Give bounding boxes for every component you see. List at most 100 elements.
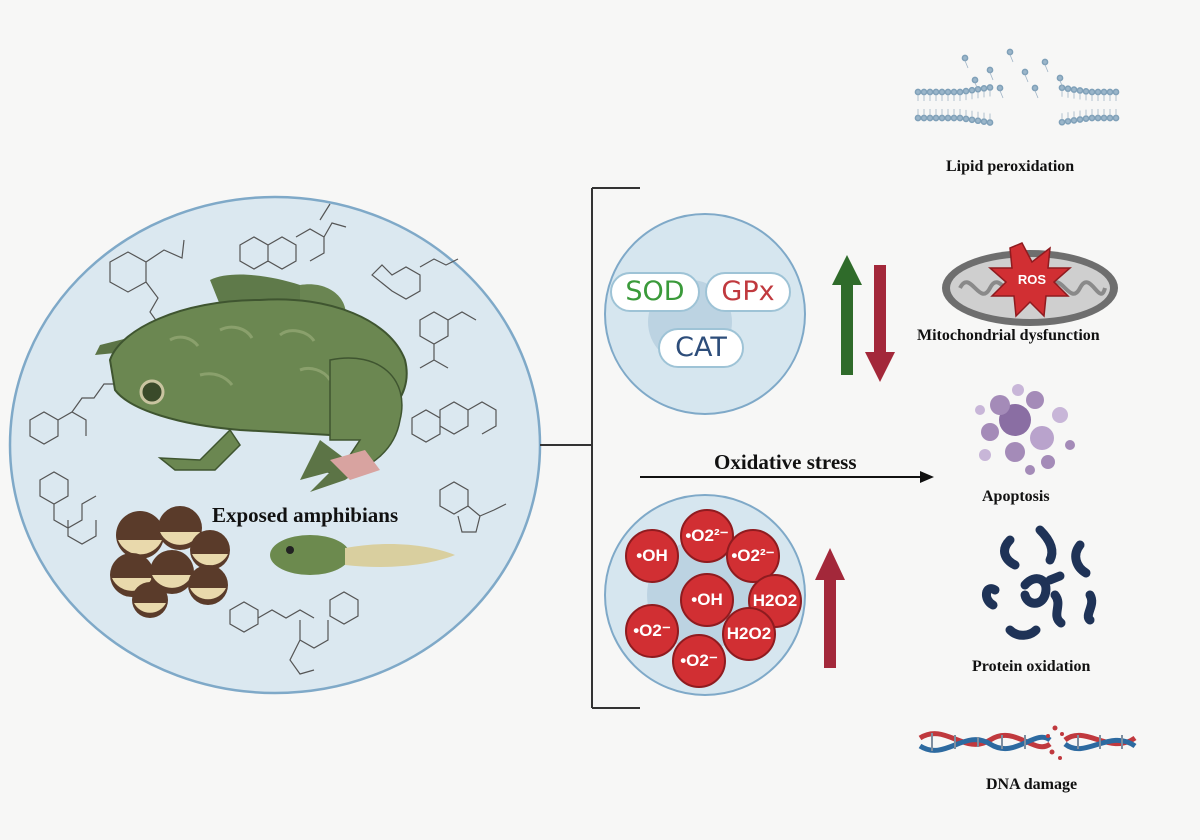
- lipid-head: [1106, 114, 1114, 122]
- lipid-head: [1082, 88, 1090, 95]
- ros-molecule: H2O2: [722, 607, 776, 661]
- lipid-head: [1112, 88, 1120, 96]
- lipid-head: [962, 87, 970, 95]
- lipid-head: [1088, 114, 1096, 122]
- lipid-head: [950, 88, 958, 96]
- frog-texture: [169, 325, 332, 386]
- lipid-head: [920, 114, 928, 122]
- bracket: [540, 187, 640, 709]
- ros-molecule: •OH: [680, 573, 734, 627]
- protein-oxidation-icon: [982, 525, 1097, 640]
- lipid-head: [944, 114, 952, 122]
- gpx-enzyme-chip: GPx: [705, 272, 791, 312]
- lipid-head: [1094, 114, 1102, 122]
- lipid-fragment: [1021, 68, 1029, 76]
- ros-molecule: •O2²⁻: [680, 509, 734, 563]
- sod-enzyme-chip: SOD: [610, 272, 700, 312]
- apoptosis-cell-icon: [975, 384, 1075, 475]
- lipid-fragment: [986, 66, 994, 74]
- lipid-head: [926, 88, 934, 96]
- lipid-head: [1076, 87, 1084, 94]
- lipid-head: [1112, 114, 1120, 122]
- lipid-head: [920, 88, 928, 96]
- lipid-head: [914, 88, 922, 96]
- steroid-structure: [239, 203, 347, 270]
- lipid-head: [968, 86, 976, 94]
- chloroquine-structure: [29, 383, 118, 445]
- lipid-head: [938, 114, 946, 122]
- lipid-head: [968, 116, 976, 124]
- frog-illustration: [95, 274, 408, 492]
- lipid-fragment: [1031, 84, 1039, 92]
- dna-helix-icon: [918, 725, 1137, 760]
- lipid-head: [1064, 117, 1072, 125]
- lipid-fragment: [996, 84, 1004, 92]
- cat-enzyme-chip: CAT: [658, 328, 744, 368]
- lipid-head: [938, 88, 946, 96]
- lipid-head: [914, 114, 922, 122]
- lipid-head: [980, 85, 988, 92]
- exposed-amphibians-label: Exposed amphibians: [212, 503, 399, 527]
- lipid-head: [974, 117, 982, 125]
- mito-ros-badge: ROS: [1017, 272, 1047, 287]
- lipid-head: [944, 88, 952, 96]
- lipid-membrane-icon: [914, 48, 1120, 126]
- lipid-head: [1076, 116, 1084, 123]
- ros-molecule: •O2⁻: [672, 634, 726, 688]
- protein-oxidation-label: Protein oxidation: [972, 658, 1091, 675]
- tadpole: [270, 535, 455, 575]
- lipid-fragment: [971, 76, 979, 84]
- apoptosis-label: Apoptosis: [982, 488, 1050, 505]
- frog-eye: [139, 379, 165, 405]
- cytidine-structure: [439, 481, 507, 533]
- frog-webbed-foot: [330, 450, 380, 480]
- macrolide-structure: [229, 591, 359, 675]
- lipid-fragment: [1056, 74, 1064, 82]
- oxidative-stress-arrow: [640, 471, 934, 483]
- frog-eggs: [110, 506, 230, 618]
- chemical-structures: [29, 203, 507, 675]
- ibuprofen-structure: [371, 258, 459, 300]
- ros-burst-icon: [988, 242, 1072, 318]
- mitochondrion-icon: [942, 242, 1118, 326]
- amphibian-exposure-circle: [8, 195, 542, 695]
- lipid-head: [932, 114, 940, 122]
- lipid-head: [1100, 114, 1108, 122]
- ros-up-arrow: [815, 548, 845, 668]
- ros-molecule: •O2⁻: [625, 604, 679, 658]
- lipid-head: [962, 115, 970, 123]
- lipid-fragment: [1006, 48, 1014, 56]
- lipid-head: [1082, 115, 1090, 122]
- lipid-head: [1088, 88, 1096, 96]
- lipid-head: [956, 114, 964, 122]
- lipid-head: [1100, 88, 1108, 96]
- lipid-head: [1106, 88, 1114, 96]
- dna-damage-label: DNA damage: [986, 776, 1078, 793]
- mitochondrial-dysfunction-label: Mitochondrial dysfunction: [917, 327, 1100, 344]
- lipid-peroxidation-label: Lipid peroxidation: [946, 158, 1075, 175]
- lipid-fragment: [961, 54, 969, 62]
- frog-hind-foot: [300, 440, 360, 492]
- lipid-head: [932, 88, 940, 96]
- nifedipine-structure: [419, 311, 477, 369]
- lipid-head: [1058, 118, 1066, 126]
- lipid-head: [986, 119, 994, 126]
- lipid-head: [980, 118, 988, 125]
- lipid-head: [956, 88, 964, 96]
- diclofenac-structure: [39, 471, 97, 545]
- quinolone-structure: [411, 401, 497, 443]
- lipid-head: [926, 114, 934, 122]
- enzyme-down-arrow: [865, 265, 895, 382]
- oxidative-stress-label: Oxidative stress: [714, 450, 857, 474]
- frog-front-foot: [157, 428, 241, 471]
- lipid-head: [1070, 117, 1078, 124]
- ros-molecule: •OH: [625, 529, 679, 583]
- lipid-head: [986, 84, 994, 91]
- enzyme-up-arrow: [832, 255, 862, 375]
- lipid-head: [1094, 88, 1102, 96]
- lipid-fragment: [1041, 58, 1049, 66]
- lipid-head: [1064, 85, 1072, 93]
- lipid-head: [950, 114, 958, 122]
- lipid-head: [1070, 86, 1078, 93]
